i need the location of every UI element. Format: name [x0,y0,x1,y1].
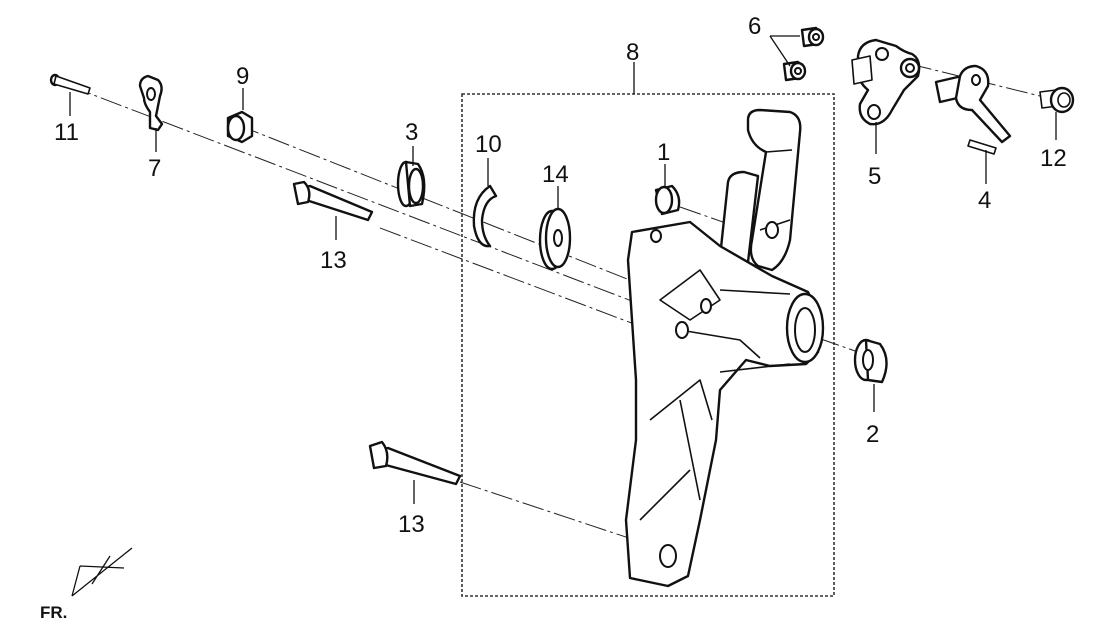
callout-8: 8 [626,39,639,66]
assembly-frame [461,93,835,597]
callout-10: 10 [475,131,502,158]
pin-11 [49,73,91,95]
callout-4: 4 [978,187,991,214]
front-label: FR. [40,603,67,622]
clip-7 [138,74,164,132]
callout-3: 3 [405,119,418,146]
callout-14: 14 [542,161,569,188]
linkage-plate-5 [851,38,921,126]
front-direction-indicator: FR. [40,547,133,622]
main-bracket [624,108,825,588]
collar-1 [654,184,681,216]
callout-6: 6 [748,13,761,40]
callout-13-upper: 13 [320,247,347,274]
callout-5: 5 [868,163,881,190]
bushing-2 [853,338,888,384]
bushings-6 [782,26,825,82]
callouts: 1 2 3 4 5 6 7 8 9 10 11 12 13 13 14 [54,13,1067,538]
shift-arm-4 [934,64,1012,155]
nut-9 [226,110,254,144]
callout-1: 1 [657,139,670,166]
axis-lines [69,63,1041,546]
callout-12: 12 [1040,145,1067,172]
bolt-13-upper [292,180,374,222]
callout-13-lower: 13 [398,511,425,538]
direction-arrow-icon [71,547,133,597]
leader-lines [69,35,1057,504]
nut-12 [1039,86,1075,114]
callout-7: 7 [148,155,161,182]
bushing-3 [396,160,426,208]
bolt-13-lower [368,440,462,486]
callout-2: 2 [866,421,879,448]
callout-9: 9 [236,63,249,90]
circlip-10 [472,184,498,248]
callout-11: 11 [54,119,79,146]
washer-14 [538,207,572,271]
